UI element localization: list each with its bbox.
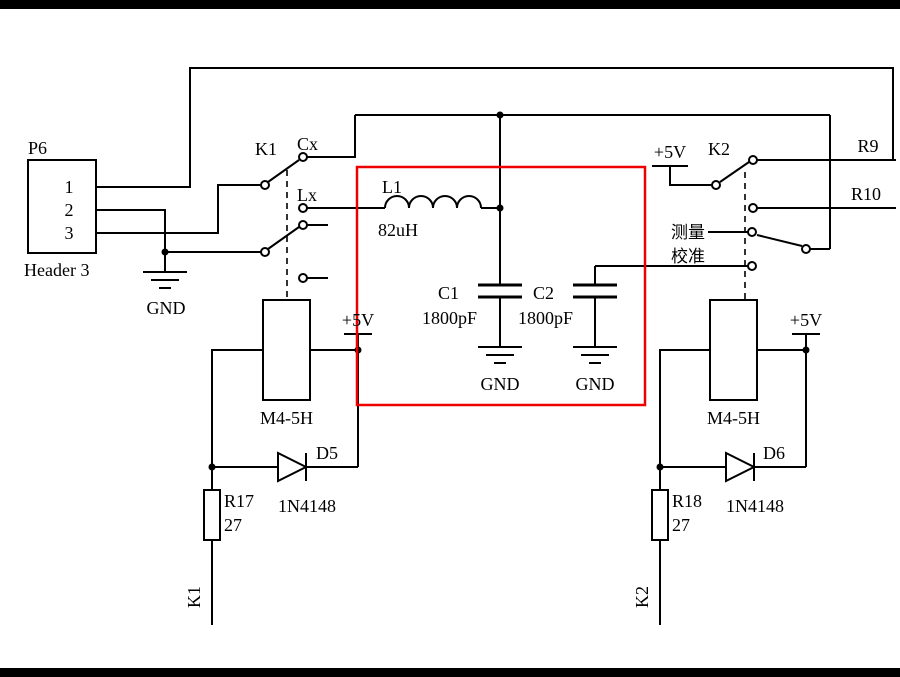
relay-left: M4-5H +5V D5 1N4148 R17 27 K1 <box>184 299 374 608</box>
switch-lever <box>719 161 750 183</box>
switch-contact <box>298 203 308 213</box>
power-5v-left-label: +5V <box>342 310 374 330</box>
relay-coil-right-box <box>709 299 758 401</box>
top-border-bar <box>0 0 900 9</box>
switch-contact <box>747 261 757 271</box>
capacitor-c2-ref-label: C2 <box>533 283 554 303</box>
power-5v-k2-label: +5V <box>654 142 686 162</box>
resistor-r18-value-label: 27 <box>672 515 690 535</box>
lc-tank: L1 82uH C1 1800pF C2 1800pF <box>355 165 647 407</box>
junction-dot <box>802 346 810 354</box>
connector-type-label: Header 3 <box>24 260 89 280</box>
connector-ref-label: P6 <box>28 138 47 158</box>
switch-lever <box>267 226 300 250</box>
connector-pin1-label: 1 <box>65 177 74 197</box>
relay-right: M4-5H +5V D6 1N4148 R18 27 K2 <box>632 299 822 608</box>
switch-contact <box>260 247 270 257</box>
diode-d6 <box>725 451 757 483</box>
switch-contact <box>711 180 721 190</box>
relay-left-coil-label: M4-5H <box>260 408 313 428</box>
ground-symbol-left <box>143 271 187 289</box>
switch-k1-ref-label: K1 <box>255 139 277 159</box>
capacitor-c1-ref-label: C1 <box>438 283 459 303</box>
ground-symbol-c2 <box>573 346 617 364</box>
connector-p6: P6 1 2 3 Header 3 <box>24 138 97 280</box>
switch-lever <box>756 234 803 247</box>
capacitor-c1 <box>478 283 522 299</box>
capacitor-c1-value-label: 1800pF <box>422 308 477 328</box>
wires-right-section <box>652 115 896 250</box>
diode-d5-ref-label: D5 <box>316 443 338 463</box>
wires-relay-right <box>659 333 820 625</box>
switch-contact <box>801 244 811 254</box>
switch-contact <box>298 220 308 230</box>
switch-contact <box>260 180 270 190</box>
resistor-r18-box <box>651 489 669 541</box>
switch-k2-measure-label: 测量 <box>671 223 705 242</box>
switch-k1: K1 Cx Lx <box>255 134 318 300</box>
resistor-r18-ref-label: R18 <box>672 491 702 511</box>
connector-p6-box <box>27 159 97 254</box>
switch-contact <box>748 203 758 213</box>
resistor-r10-label: R10 <box>851 184 881 204</box>
relay-coil-left-box <box>262 299 311 401</box>
signal-k1-label: K1 <box>184 586 204 608</box>
switch-k2: K2 +5V 测量 校准 R9 R10 <box>654 136 881 300</box>
inductor-l1-ref-label: L1 <box>382 177 402 197</box>
inductor-l1-value-label: 82uH <box>378 220 418 240</box>
switch-k1-cx-label: Cx <box>297 134 318 154</box>
ground-label-c1: GND <box>481 374 520 394</box>
switch-contact <box>748 155 758 165</box>
diode-d5-value-label: 1N4148 <box>278 496 336 516</box>
ground-label-c2: GND <box>576 374 615 394</box>
switch-k1-lx-label: Lx <box>297 185 317 205</box>
diode-d5 <box>277 451 309 483</box>
junction-dot <box>656 463 664 471</box>
bottom-border-bar <box>0 668 900 677</box>
connector-pin2-label: 2 <box>65 200 74 220</box>
wires <box>96 67 896 625</box>
junction-dot <box>496 204 504 212</box>
switch-contact <box>298 273 308 283</box>
switch-contact <box>298 152 308 162</box>
signal-k2-label: K2 <box>632 586 652 608</box>
capacitor-c2-value-label: 1800pF <box>518 308 573 328</box>
switch-lever <box>267 159 300 183</box>
junction-dot <box>161 248 169 256</box>
ground-symbols: GND GND GND <box>143 271 617 394</box>
switch-contact <box>747 227 757 237</box>
wires-left-section <box>96 67 894 279</box>
diode-d6-value-label: 1N4148 <box>726 496 784 516</box>
diode-d6-ref-label: D6 <box>763 443 785 463</box>
power-5v-right-label: +5V <box>790 310 822 330</box>
ground-label-left: GND <box>147 298 186 318</box>
resistor-r9-label: R9 <box>857 136 878 156</box>
inductor-l1 <box>384 195 482 209</box>
relay-right-coil-label: M4-5H <box>707 408 760 428</box>
junction-dot <box>496 111 504 119</box>
connector-pin3-label: 3 <box>65 223 74 243</box>
capacitor-c2 <box>573 283 617 299</box>
wires-tank-section <box>355 114 830 347</box>
resistor-r17-ref-label: R17 <box>224 491 254 511</box>
ground-symbol-c1 <box>478 346 522 364</box>
switch-k2-ref-label: K2 <box>708 139 730 159</box>
resistor-r17-box <box>203 489 221 541</box>
highlight-box <box>355 165 647 407</box>
junction-dot <box>208 463 216 471</box>
resistor-r17-value-label: 27 <box>224 515 242 535</box>
switch-k2-calibrate-label: 校准 <box>671 247 705 266</box>
